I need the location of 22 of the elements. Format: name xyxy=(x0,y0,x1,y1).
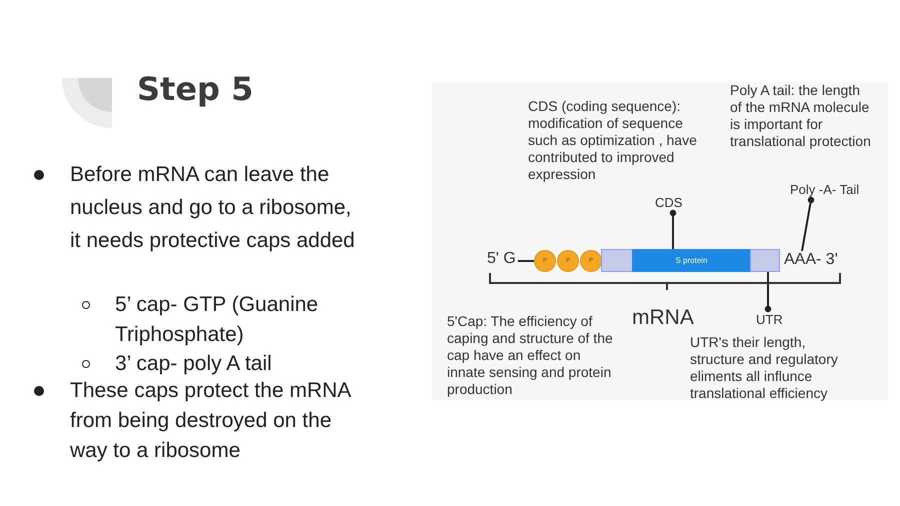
leader-line xyxy=(801,196,814,252)
bullet-text: Before mRNA can leave the nucleus and go to a ribosome, it needs protective caps added xyxy=(70,162,356,254)
cds-segment: S protein xyxy=(632,249,751,272)
bullet-text: 3’ cap- poly A tail xyxy=(115,351,273,377)
bullet-text: These caps protect the mRNA from being destroyed on the way to a ribosome xyxy=(70,378,352,464)
leader-line xyxy=(670,210,676,249)
annotation-text: Poly A tail: the length of the mRNA molecule is important for translational protection xyxy=(730,82,872,150)
feature-label: CDS xyxy=(655,195,682,210)
utr-segment xyxy=(750,249,780,272)
annotation-text: CDS (coding sequence): modification of sequence such as optimization , have contributed to improved expression xyxy=(528,98,698,183)
utr-segment xyxy=(601,249,633,272)
end-label: 5' G xyxy=(487,250,516,268)
feature-label: UTR xyxy=(756,312,783,327)
leader-line xyxy=(764,272,772,312)
bullet-text: 5’ cap- GTP (Guanine Triphosphate) xyxy=(115,292,320,348)
feature-label: Poly -A- Tail xyxy=(790,182,860,197)
molecule-label: mRNA xyxy=(632,306,694,330)
end-label: AAA- 3' xyxy=(784,251,838,269)
slide-title: Step 5 xyxy=(137,70,254,108)
connector-line xyxy=(518,260,534,262)
annotation-text: 5'Cap: The efficiency of caping and structure of the cap have an effect on innate sensing and protein production xyxy=(447,313,614,398)
annotation-text: UTR's their length, structure and regulatory eliments all influnce translational efficiency xyxy=(690,334,839,402)
